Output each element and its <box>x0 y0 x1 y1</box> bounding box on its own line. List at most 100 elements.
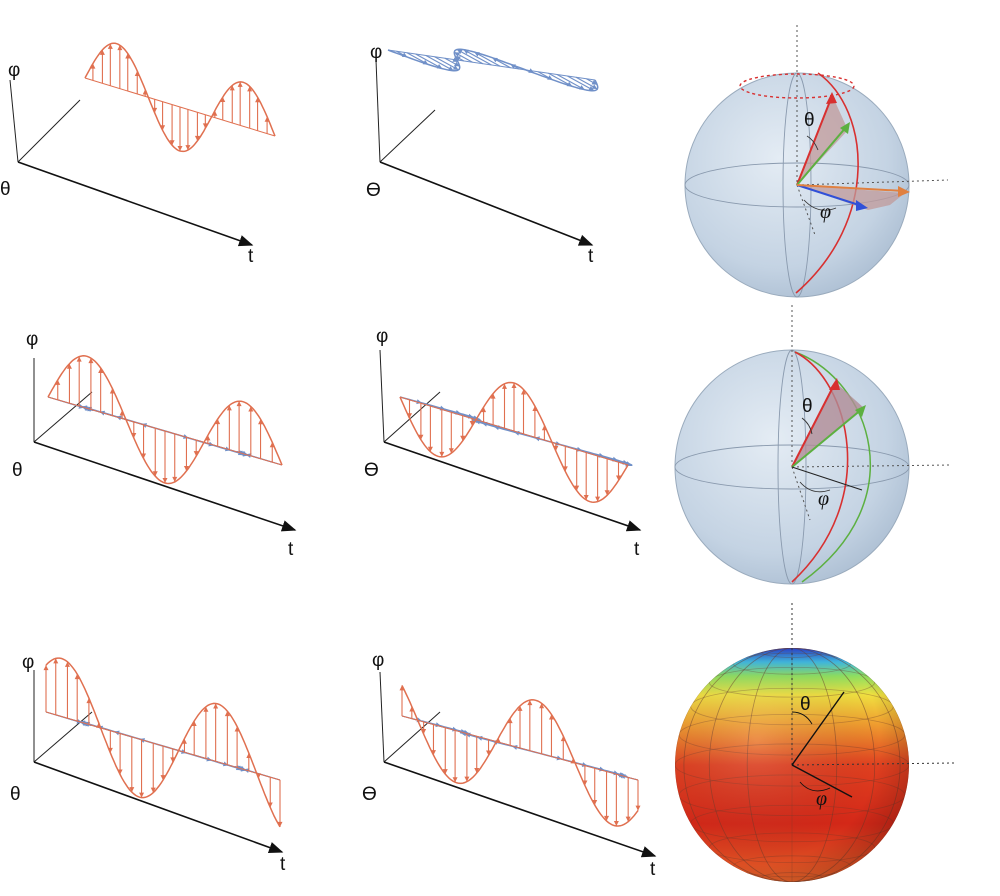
wave-envelope <box>387 48 599 92</box>
wave-envelope <box>47 355 283 485</box>
red-arrow <box>791 382 836 468</box>
axes-r1c1 <box>9 79 254 247</box>
wave-arrowhead-icon <box>139 792 145 798</box>
wave-arrowhead-icon <box>177 146 183 151</box>
theta-axis-label: ϴ <box>364 460 379 481</box>
orange-arrow <box>796 184 905 192</box>
t-axis-label: t <box>280 854 286 875</box>
wave-arrowhead-icon <box>635 805 641 811</box>
wave-arrowhead-icon <box>452 65 459 70</box>
red-wave-r1c1 <box>84 42 276 153</box>
wave-arrowhead-icon <box>527 700 533 706</box>
wave-arrowhead-icon <box>64 661 70 667</box>
green-arrow <box>791 408 863 468</box>
wave-arrowhead-icon <box>185 145 191 151</box>
theta-wedge <box>792 382 864 467</box>
phi-axis-label: φ <box>370 42 382 63</box>
axes-r3c2 <box>379 671 657 858</box>
wave-arrowhead-icon <box>418 434 424 440</box>
wave-arrowhead-icon <box>162 478 168 483</box>
blue-arrow <box>796 184 863 207</box>
t-axis-label: t <box>588 246 594 267</box>
green-arrowhead-icon <box>840 122 850 134</box>
wave-arrowhead-icon <box>453 61 460 67</box>
wave-arrowhead-icon <box>464 776 470 782</box>
wave-arrowhead-icon <box>193 451 199 457</box>
wave-arrowhead-icon <box>152 471 158 477</box>
sphere-theta-label: θ <box>800 694 811 715</box>
wave-arrowhead-icon <box>455 56 461 61</box>
phi-axis-label: φ <box>22 652 34 673</box>
wave-arrowhead-icon <box>427 446 433 452</box>
wave-arrowhead-icon <box>150 787 156 793</box>
panel-r3c2: φ ϴ t <box>362 650 657 880</box>
wave-arrowhead-icon <box>439 451 445 457</box>
wave-arrowhead-icon <box>229 85 235 91</box>
wave-arrowhead-icon <box>99 49 105 55</box>
wave-arrowhead-icon <box>595 496 601 502</box>
wave-arrowhead-icon <box>76 356 82 362</box>
wave-arrowhead-icon <box>591 80 598 85</box>
green-meridian <box>794 351 872 583</box>
red-meridian <box>795 72 859 294</box>
wave-arrowhead-icon <box>237 81 243 87</box>
wave-arrowhead-icon <box>98 367 104 373</box>
wave-arrowhead-icon <box>511 383 517 388</box>
axes-r3c1 <box>33 670 284 853</box>
wave-envelope <box>401 685 639 827</box>
t-axis-label: t <box>634 539 640 560</box>
sphere-3: θ φ <box>675 603 955 882</box>
y-axis <box>791 762 955 766</box>
wave-arrowhead-icon <box>213 703 219 709</box>
panel-r3c1: φ θ t <box>10 652 286 875</box>
wave-arrowhead-icon <box>220 97 226 103</box>
theta-arc <box>806 135 819 151</box>
y-axis <box>791 464 951 468</box>
green-arrow <box>796 125 848 186</box>
wave-arrowhead-icon <box>53 658 59 664</box>
wave-arrowhead-icon <box>107 43 113 49</box>
theta-axis-label: θ <box>10 784 21 805</box>
sphere-1: θ φ <box>684 25 949 298</box>
wave-arrowhead-icon <box>183 466 189 472</box>
wave-arrowhead-icon <box>43 665 49 671</box>
wave-arrowhead-icon <box>481 407 487 413</box>
theta-axis-label: ϴ <box>366 180 381 201</box>
wave-arrowhead-icon <box>574 485 580 491</box>
wave-arrowhead-icon <box>247 86 253 92</box>
blue-wave-r1c2 <box>387 48 599 92</box>
wave-arrowhead-icon <box>169 140 175 146</box>
wave-arrowhead-icon <box>539 703 545 709</box>
wave-arrowhead-icon <box>74 674 80 680</box>
wave-arrowhead-icon <box>452 777 458 783</box>
sphere-phi-label: φ <box>820 201 831 223</box>
blue-arrowhead-icon <box>856 200 868 211</box>
sphere-phi-label: φ <box>816 788 827 810</box>
wave-arrowhead-icon <box>203 706 209 712</box>
phi-wedge <box>797 185 905 210</box>
panel-r2c2: φ ϴ t <box>364 326 642 560</box>
phi-axis-label: φ <box>8 60 20 81</box>
wave-arrowhead-icon <box>616 475 621 481</box>
wave-envelope <box>84 42 276 153</box>
phi-axis-label: φ <box>376 326 388 347</box>
sphere-2: θ φ <box>674 305 951 585</box>
wave-arrowhead-icon <box>613 820 619 826</box>
wave-envelope <box>421 720 628 778</box>
wave-arrowhead-icon <box>469 421 475 427</box>
axes-r2c1 <box>33 358 297 532</box>
wave-vector <box>463 49 492 66</box>
wave-vector <box>425 55 454 72</box>
theta-wedge <box>797 95 848 185</box>
wave-envelope <box>45 657 281 828</box>
wave-arrowhead-icon <box>226 405 232 411</box>
t-axis-label: t <box>288 539 294 560</box>
green-arrowhead-icon <box>855 405 866 417</box>
wave-arrowhead-icon <box>474 768 480 774</box>
wave-vector <box>556 74 585 91</box>
phi-axis-label: φ <box>372 650 384 671</box>
t-axis-label: t <box>248 246 254 267</box>
wave-arrowhead-icon <box>90 63 96 69</box>
